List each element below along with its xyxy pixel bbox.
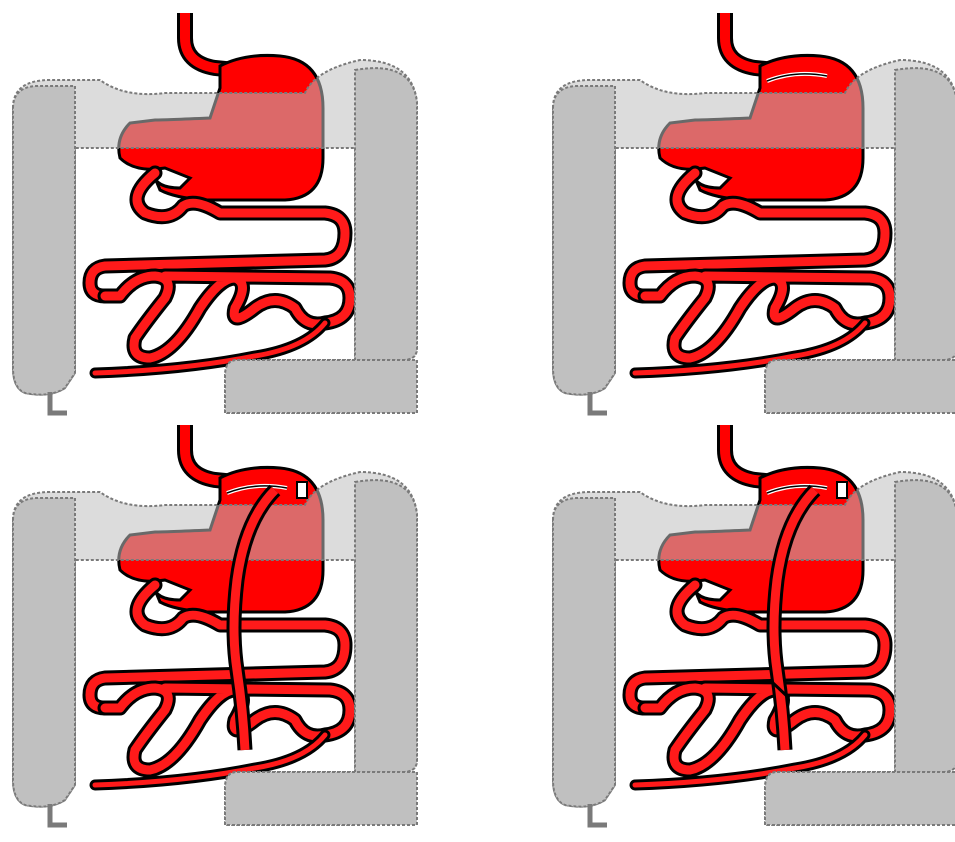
panel-roux-limb-attached xyxy=(5,420,425,830)
descending-colon xyxy=(895,480,955,772)
remnant-stomach-cut xyxy=(837,482,847,498)
panel-group xyxy=(553,13,955,413)
ascending-colon xyxy=(553,86,615,395)
jejunum-loops-outline xyxy=(105,276,350,358)
ascending-colon xyxy=(553,498,615,807)
ascending-colon xyxy=(13,498,75,807)
descending-colon xyxy=(895,68,955,360)
panel-jejunojejunostomy xyxy=(545,420,955,830)
panel-normal-anatomy xyxy=(5,8,425,418)
ascending-colon xyxy=(13,86,75,395)
descending-colon xyxy=(355,480,417,772)
sigmoid-colon xyxy=(225,772,417,825)
appendix xyxy=(50,804,67,825)
panel-group xyxy=(553,425,955,825)
appendix xyxy=(590,392,607,413)
jejunum-loops-outline xyxy=(105,688,350,770)
sigmoid-colon xyxy=(765,772,955,825)
panel-group xyxy=(13,425,417,825)
panel-group xyxy=(13,13,417,413)
jejunum-loops-outline xyxy=(645,276,890,358)
sigmoid-colon xyxy=(765,360,955,413)
remnant-stomach-cut xyxy=(297,482,307,498)
jejunum-loops-outline xyxy=(645,688,890,770)
descending-colon xyxy=(355,68,417,360)
appendix xyxy=(50,392,67,413)
panel-gastric-pouch-division xyxy=(545,8,955,418)
sigmoid-colon xyxy=(225,360,417,413)
appendix xyxy=(590,804,607,825)
